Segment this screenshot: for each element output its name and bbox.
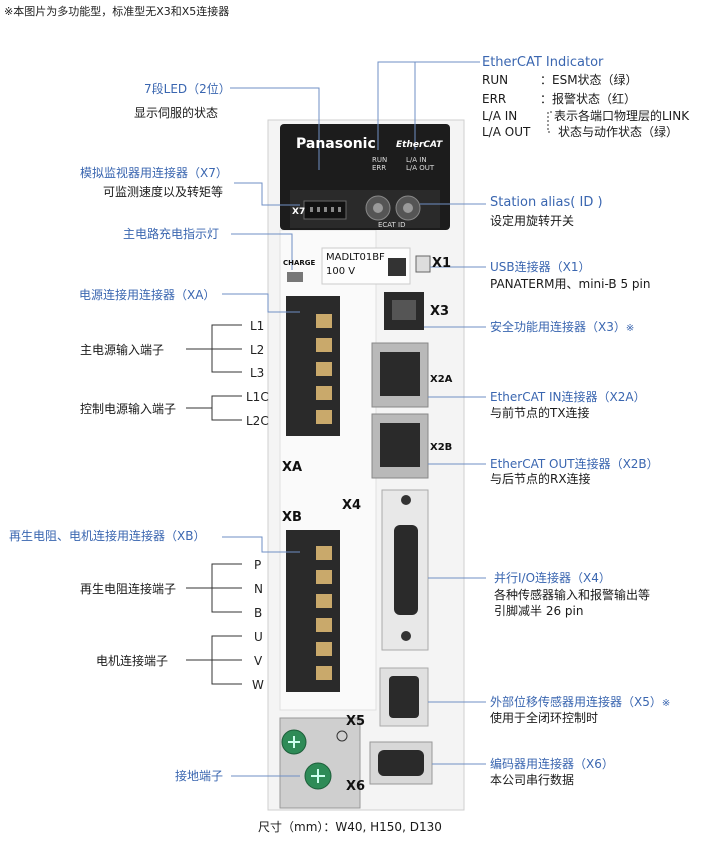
terminal-l1: L1 <box>250 319 265 333</box>
alias-desc: 设定用旋转开关 <box>490 214 575 228</box>
run-name: RUN <box>482 73 509 87</box>
led-title: 7段LED（2位） <box>144 82 231 96</box>
terminal-l3: L3 <box>250 366 265 380</box>
x5-label: X5 <box>346 714 366 729</box>
x6-label: X6 <box>346 779 366 794</box>
safety-footnote-mark: ※ <box>625 323 635 334</box>
terminal-l2c: L2C <box>246 414 269 428</box>
ecat-id-label: ECAT ID <box>378 221 406 229</box>
dimensions: 尺寸（mm）：W40, H150, D130 <box>258 820 442 834</box>
ext-footnote-mark: ※ <box>661 698 671 709</box>
ext-title: 外部位移传感器用连接器（X5）※ <box>490 695 671 709</box>
xa-title: 电源连接用连接器（XA） <box>79 288 216 302</box>
x7-desc: 可监测速度以及转矩等 <box>103 185 224 199</box>
enc-title: 编码器用连接器（X6） <box>490 757 614 771</box>
charge-title: 主电路充电指示灯 <box>123 227 220 241</box>
ecin-title: EtherCAT IN连接器（X2A） <box>490 390 646 404</box>
x4-label: X4 <box>342 498 362 513</box>
lain-name: L/A IN <box>482 109 518 123</box>
err-desc: ：报警状态（红） <box>540 92 637 106</box>
laout-name: L/A OUT <box>482 125 531 139</box>
run-led-label: RUN <box>372 156 388 164</box>
terminal-p: P <box>254 558 262 572</box>
terminal-n: N <box>254 582 263 596</box>
x7-label: X7 <box>292 207 306 217</box>
la-desc-2: 状态与动作状态（绿） <box>558 125 679 139</box>
terminal-b: B <box>254 606 263 620</box>
enc-desc: 本公司串行数据 <box>490 773 575 787</box>
err-led-label: ERR <box>372 164 387 172</box>
model-label: MADLT01BF <box>326 252 385 263</box>
x2b-label: X2B <box>430 442 453 453</box>
brand-logo: Panasonic <box>296 136 376 152</box>
led-desc: 显示伺服的状态 <box>134 106 219 120</box>
footnote: ※本图片为多功能型，标准型无X3和X5连接器 <box>4 5 230 18</box>
alias-title: Station alias( ID ) <box>490 195 603 210</box>
err-name: ERR <box>482 92 507 106</box>
usb-title: USB连接器（X1） <box>490 260 591 274</box>
run-desc: ：ESM状态（绿） <box>540 73 638 87</box>
terminal-l2: L2 <box>250 343 265 357</box>
io-desc-2: 引脚减半 26 pin <box>494 604 584 618</box>
io-title: 并行I/O连接器（X4） <box>494 571 611 585</box>
ecin-desc: 与前节点的TX连接 <box>490 406 590 420</box>
laout-led-label: L/A OUT <box>406 164 435 172</box>
x7-title: 模拟监视器用连接器（X7） <box>80 166 228 180</box>
ecout-desc: 与后节点的RX连接 <box>490 472 591 486</box>
ethercat-logo: EtherCAT <box>396 140 443 150</box>
x3-label: X3 <box>430 304 450 319</box>
x2a-label: X2A <box>430 374 453 385</box>
ext-desc: 使用于全闭环控制时 <box>490 711 599 725</box>
ecout-title: EtherCAT OUT连接器（X2B） <box>490 457 659 471</box>
terminal-v: V <box>254 654 263 668</box>
terminal-u: U <box>254 630 263 644</box>
regen-label: 再生电阻连接端子 <box>80 582 177 596</box>
charge-label: CHARGE <box>283 259 316 267</box>
terminal-l1c: L1C <box>246 390 269 404</box>
lain-led-label: L/A IN <box>406 156 427 164</box>
indicator-title: EtherCAT Indicator <box>482 55 604 70</box>
voltage-label: 100 V <box>326 266 356 277</box>
io-desc-1: 各种传感器输入和报警输出等 <box>494 588 651 602</box>
terminal-w: W <box>252 678 264 692</box>
main-power-label: 主电源输入端子 <box>80 343 165 357</box>
x1-label: X1 <box>432 256 452 271</box>
usb-desc: PANATERM用、mini-B 5 pin <box>490 277 651 291</box>
ctrl-power-label: 控制电源输入端子 <box>80 402 177 416</box>
ground-title: 接地端子 <box>175 769 224 783</box>
la-desc-1: 表示各端口物理层的LINK <box>554 109 690 123</box>
safety-title: 安全功能用连接器（X3）※ <box>490 320 635 334</box>
motor-label: 电机连接端子 <box>96 654 169 668</box>
xb-label: XB <box>282 510 302 525</box>
xa-label: XA <box>282 460 303 475</box>
xb-title: 再生电阻、电机连接用连接器（XB） <box>9 529 206 543</box>
